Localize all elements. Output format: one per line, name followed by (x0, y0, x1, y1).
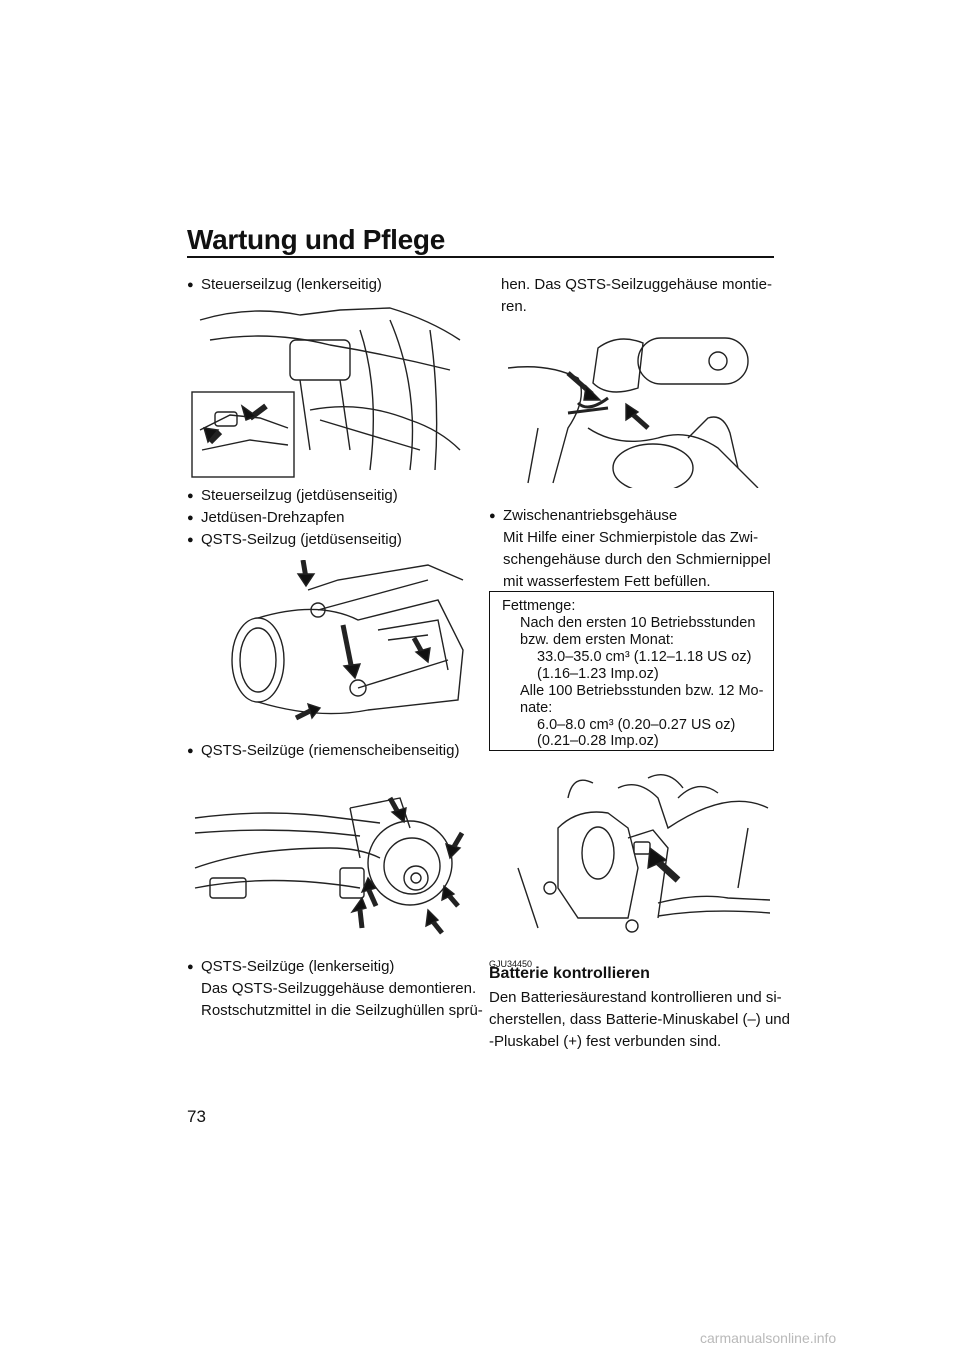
body-text: cherstellen, dass Batterie-Minuskabel (–… (489, 1011, 790, 1028)
illustration-pulley-cables (190, 778, 470, 938)
grease-line: nate: (520, 700, 553, 716)
illustration-jet-nozzle (228, 559, 468, 730)
grease-label: Fettmenge: (502, 598, 576, 614)
body-text: Mit Hilfe einer Schmierpistole das Zwi- (503, 529, 759, 546)
section-code: GJU34450 (489, 959, 533, 969)
illustration-handlebar-cable-housing (507, 328, 768, 493)
page-number: 73 (187, 1107, 206, 1126)
body-text: Das QSTS-Seilzuggehäuse demontieren. (201, 980, 477, 997)
bullet-steering-cable-jet: Steuerseilzug (jetdüsenseitig) (187, 485, 398, 507)
grease-quantity-box: Fettmenge: Nach den ersten 10 Betriebsst… (489, 591, 774, 751)
grease-line: Alle 100 Betriebsstunden bzw. 12 Mo- (520, 683, 764, 699)
body-text: hen. Das QSTS-Seilzuggehäuse montie- (501, 276, 772, 293)
bullet-steering-cable-handlebar: Steuerseilzug (lenkerseitig) (187, 274, 382, 296)
grease-value: (1.16–1.23 Imp.oz) (537, 666, 659, 682)
grease-line: Nach den ersten 10 Betriebsstunden (520, 615, 756, 631)
grease-line: bzw. dem ersten Monat: (520, 632, 674, 648)
illustration-steering-cable-handlebar (190, 300, 466, 480)
watermark: carmanualsonline.info (700, 1330, 837, 1346)
grease-value: 33.0–35.0 cm³ (1.12–1.18 US oz) (537, 649, 752, 665)
grease-value: 6.0–8.0 cm³ (0.20–0.27 US oz) (537, 717, 736, 733)
bullet-qsts-cable-jet: QSTS-Seilzug (jetdüsenseitig) (187, 529, 402, 551)
section-heading: Batterie kontrollieren (489, 965, 650, 982)
bullet-qsts-cables-pulley: QSTS-Seilzüge (riemenscheibenseitig) (187, 740, 459, 762)
bullet-jet-pivot: Jetdüsen-Drehzapfen (187, 507, 344, 529)
body-text: ren. (501, 298, 527, 315)
header-rule (187, 256, 774, 258)
page-title: Wartung und Pflege (187, 224, 445, 255)
grease-value: (0.21–0.28 Imp.oz) (537, 733, 659, 749)
body-text: schengehäuse durch den Schmiernippel (503, 551, 771, 568)
bullet-qsts-cables-handlebar: QSTS-Seilzüge (lenkerseitig) (187, 956, 394, 978)
body-text: mit wasserfestem Fett befüllen. (503, 573, 711, 590)
body-text: Rostschutzmittel in die Seilzughüllen sp… (201, 1002, 483, 1019)
illustration-intermediate-housing (498, 768, 771, 948)
bullet-intermediate-housing: Zwischenantriebsgehäuse (489, 505, 677, 527)
body-text: Den Batteriesäurestand kontrollieren und… (489, 989, 782, 1006)
body-text: -Pluskabel (+) fest verbunden sind. (489, 1033, 722, 1050)
